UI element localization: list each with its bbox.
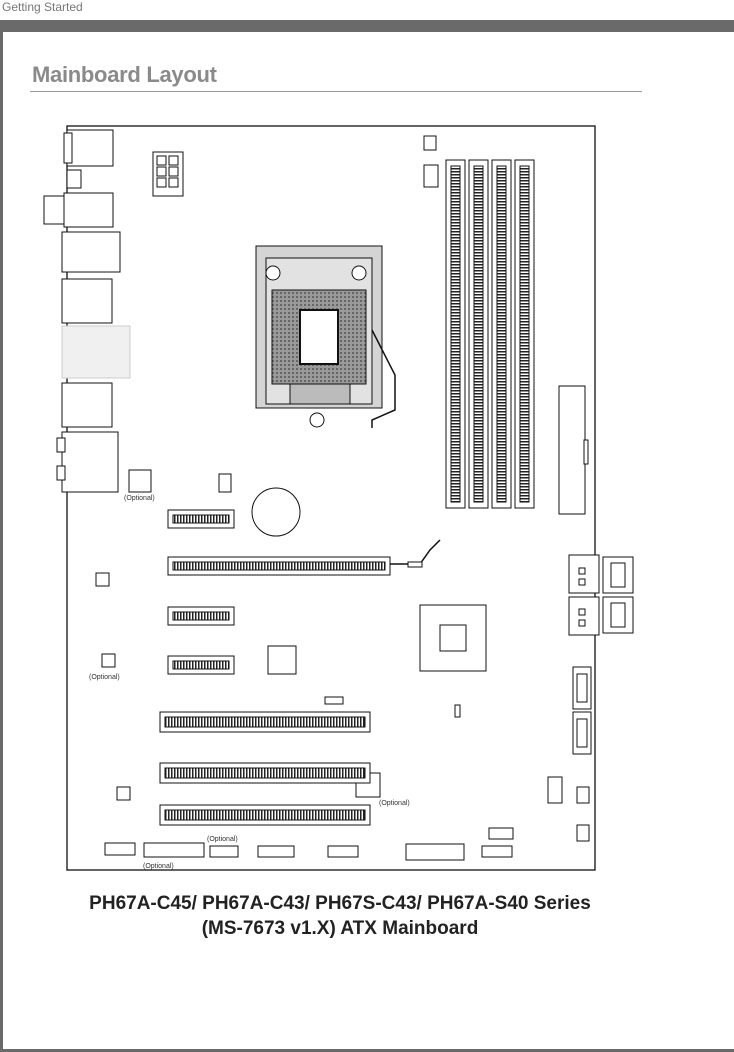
atx-12v-connector — [152, 151, 184, 197]
optional-label: (Optional) — [124, 495, 155, 502]
io-lan-usb-port — [61, 382, 113, 428]
io-usb-port — [61, 231, 121, 273]
dimm-slots — [445, 159, 535, 509]
optional-label: (Optional) — [89, 674, 120, 681]
io-vga-port — [63, 192, 114, 228]
pcie-x16-slot — [167, 539, 441, 576]
chipset — [419, 604, 487, 672]
header-bar — [0, 20, 734, 32]
left-margin-rule — [0, 32, 3, 1052]
atx-24pin-connector — [558, 385, 589, 515]
io-dvi-port — [61, 325, 131, 379]
cpu-socket — [255, 245, 396, 428]
rear-io-panel — [43, 129, 131, 493]
sata-connectors — [568, 554, 634, 755]
small-headers — [324, 696, 590, 842]
optional-chips — [95, 469, 381, 801]
bottom-headers — [104, 842, 513, 861]
fan-headers-top — [218, 135, 439, 493]
io-audio-port — [61, 431, 119, 493]
optional-label: (Optional) — [143, 863, 174, 870]
pci-slots — [159, 711, 371, 826]
diagram-caption-line1: PH67A-C45/ PH67A-C43/ PH67S-C43/ PH67A-S… — [89, 893, 591, 914]
io-ps2-port — [66, 129, 114, 167]
bottom-rule — [0, 1049, 734, 1052]
optional-label: (Optional) — [379, 800, 410, 807]
io-usb-esata-port — [61, 278, 113, 324]
pcie-x1-slots — [167, 509, 235, 675]
diagram-caption-line2: (MS-7673 v1.X) ATX Mainboard — [201, 918, 479, 939]
optional-label: (Optional) — [207, 836, 238, 843]
section-header-label: Getting Started — [2, 0, 83, 14]
cmos-battery — [251, 487, 301, 537]
title-underline — [30, 91, 642, 92]
page-title: Mainboard Layout — [32, 62, 217, 87]
io-spdif-port — [66, 169, 82, 189]
